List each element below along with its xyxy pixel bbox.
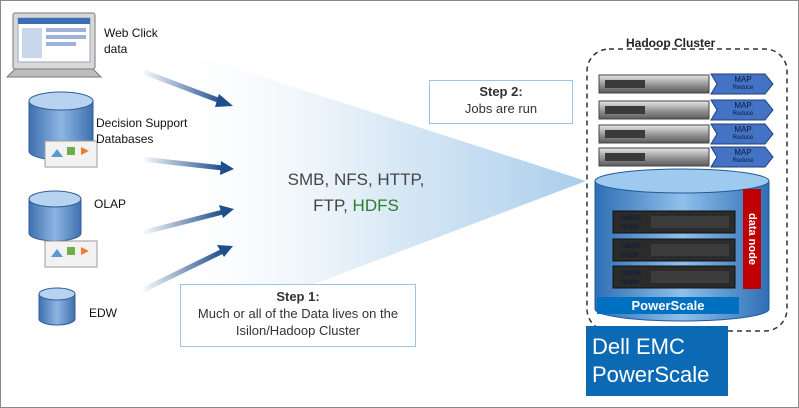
step2-title: Step 2: (479, 84, 523, 99)
logo-line-1: Dell EMC (592, 334, 685, 359)
reduce-label: Reduce (732, 111, 754, 117)
protocol-line-2: FTP, (313, 196, 353, 215)
map-label: MAP (734, 148, 752, 157)
reduce-label: Reduce (732, 85, 754, 91)
monitor-icon (5, 12, 103, 78)
source-label-web-click: Web Click data (104, 26, 158, 56)
logo-line-2: PowerScale (592, 362, 710, 387)
data-funnel (151, 41, 586, 346)
step1-title: Step 1: (276, 289, 320, 304)
source-label-decision-support: Decision Support Databases (96, 116, 188, 146)
protocol-list: SMB, NFS, HTTP, FTP, HDFS (281, 167, 431, 219)
database-icon (28, 190, 98, 268)
map-label: MAP (734, 75, 752, 84)
protocol-line-1: SMB, NFS, HTTP, (287, 170, 425, 189)
map-label: MAP (734, 125, 752, 134)
compute-servers (598, 73, 774, 168)
database-icon (28, 91, 98, 168)
powerscale-storage-label: PowerScale (597, 297, 739, 314)
database-icon (38, 287, 76, 326)
source-label-olap: OLAP (94, 197, 127, 211)
reduce-label: Reduce (732, 158, 754, 164)
step2-text: Jobs are run (464, 101, 538, 116)
dell-emc-powerscale-logo: Dell EMC PowerScale (586, 326, 728, 396)
data-node-label: data node (743, 189, 761, 289)
name-node-label: name node (621, 268, 642, 286)
source-arrows (139, 68, 234, 294)
name-node-label: name node (621, 213, 642, 231)
map-label: MAP (734, 101, 752, 110)
step1-box: Step 1: Much or all of the Data lives on… (180, 284, 416, 347)
step2-box: Step 2: Jobs are run (429, 80, 573, 124)
source-label-edw: EDW (89, 306, 117, 320)
name-node-label: name node (621, 241, 642, 259)
powerscale-storage (594, 168, 770, 322)
protocol-hdfs: HDFS (352, 196, 399, 215)
hadoop-cluster-title: Hadoop Cluster (626, 36, 716, 50)
reduce-label: Reduce (732, 135, 754, 141)
step1-text: Much or all of the Data lives on the Isi… (197, 306, 399, 338)
